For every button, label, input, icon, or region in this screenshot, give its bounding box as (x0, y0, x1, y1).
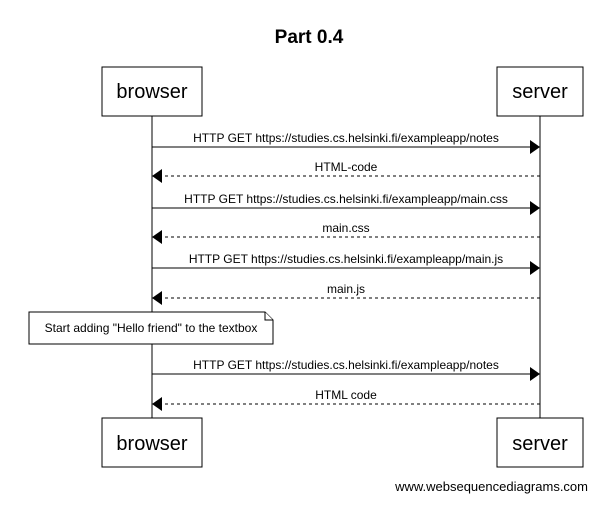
actor-server-bottom: server (496, 417, 584, 468)
messages: HTTP GET https://studies.cs.helsinki.fi/… (152, 131, 540, 411)
message-2: HTML-code (152, 160, 540, 183)
actor-browser-top-label: browser (116, 81, 187, 103)
message-6: main.js (152, 282, 540, 305)
message-4-label: main.css (322, 221, 369, 235)
actor-server-top-label: server (512, 81, 568, 103)
actor-server-bottom-label: server (512, 433, 568, 455)
note: Start adding "Hello friend" to the textb… (28, 311, 274, 345)
message-3-label: HTTP GET https://studies.cs.helsinki.fi/… (184, 192, 508, 206)
message-7: HTTP GET https://studies.cs.helsinki.fi/… (152, 358, 540, 381)
message-6-label: main.js (327, 282, 365, 296)
message-3: HTTP GET https://studies.cs.helsinki.fi/… (152, 192, 540, 215)
message-8-label: HTML code (315, 388, 377, 402)
message-1-label: HTTP GET https://studies.cs.helsinki.fi/… (193, 131, 499, 145)
message-8-arrowhead (152, 397, 162, 411)
message-3-arrowhead (530, 201, 540, 215)
message-4-arrowhead (152, 230, 162, 244)
diagram-title: Part 0.4 (275, 27, 344, 48)
message-6-arrowhead (152, 291, 162, 305)
actor-server-top: server (496, 66, 584, 117)
note-text: Start adding "Hello friend" to the textb… (45, 321, 258, 335)
message-4: main.css (152, 221, 540, 244)
message-7-label: HTTP GET https://studies.cs.helsinki.fi/… (193, 358, 499, 372)
message-8: HTML code (152, 388, 540, 411)
message-5: HTTP GET https://studies.cs.helsinki.fi/… (152, 252, 540, 275)
actor-browser-top: browser (101, 66, 203, 117)
message-2-label: HTML-code (315, 160, 378, 174)
message-7-arrowhead (530, 367, 540, 381)
footer-watermark: www.websequencediagrams.com (394, 479, 588, 494)
message-1-arrowhead (530, 140, 540, 154)
message-5-arrowhead (530, 261, 540, 275)
message-1: HTTP GET https://studies.cs.helsinki.fi/… (152, 131, 540, 154)
message-5-label: HTTP GET https://studies.cs.helsinki.fi/… (189, 252, 503, 266)
actor-browser-bottom: browser (101, 417, 203, 468)
actor-browser-bottom-label: browser (116, 433, 187, 455)
message-2-arrowhead (152, 169, 162, 183)
